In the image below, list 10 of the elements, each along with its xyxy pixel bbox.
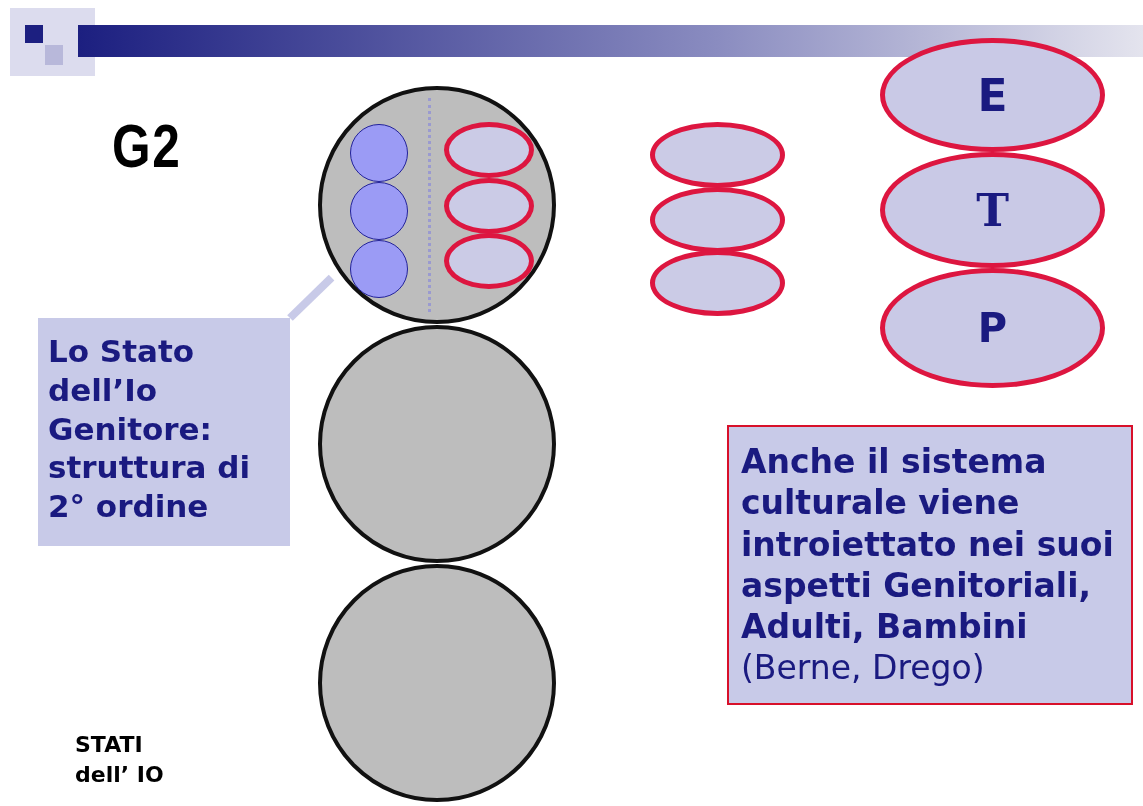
ellipse [444, 233, 534, 289]
ellipse [444, 122, 534, 178]
letter-ellipse: P [880, 268, 1105, 388]
callout-box: Lo Stato dell’Io Genitore: struttura di 2° ordine [38, 318, 290, 546]
caption-text: STATI dell’ IO [75, 731, 165, 789]
slide-title: G2 [112, 110, 182, 181]
letter-ellipse: E [880, 38, 1105, 152]
text-box: Anche il sistema culturale viene introiettato nei suoi aspetti Genitoriali, Adulti, Bambini (Berne, Drego) [727, 425, 1133, 705]
letter-ellipse: T [880, 152, 1105, 268]
leader-line [287, 274, 335, 321]
